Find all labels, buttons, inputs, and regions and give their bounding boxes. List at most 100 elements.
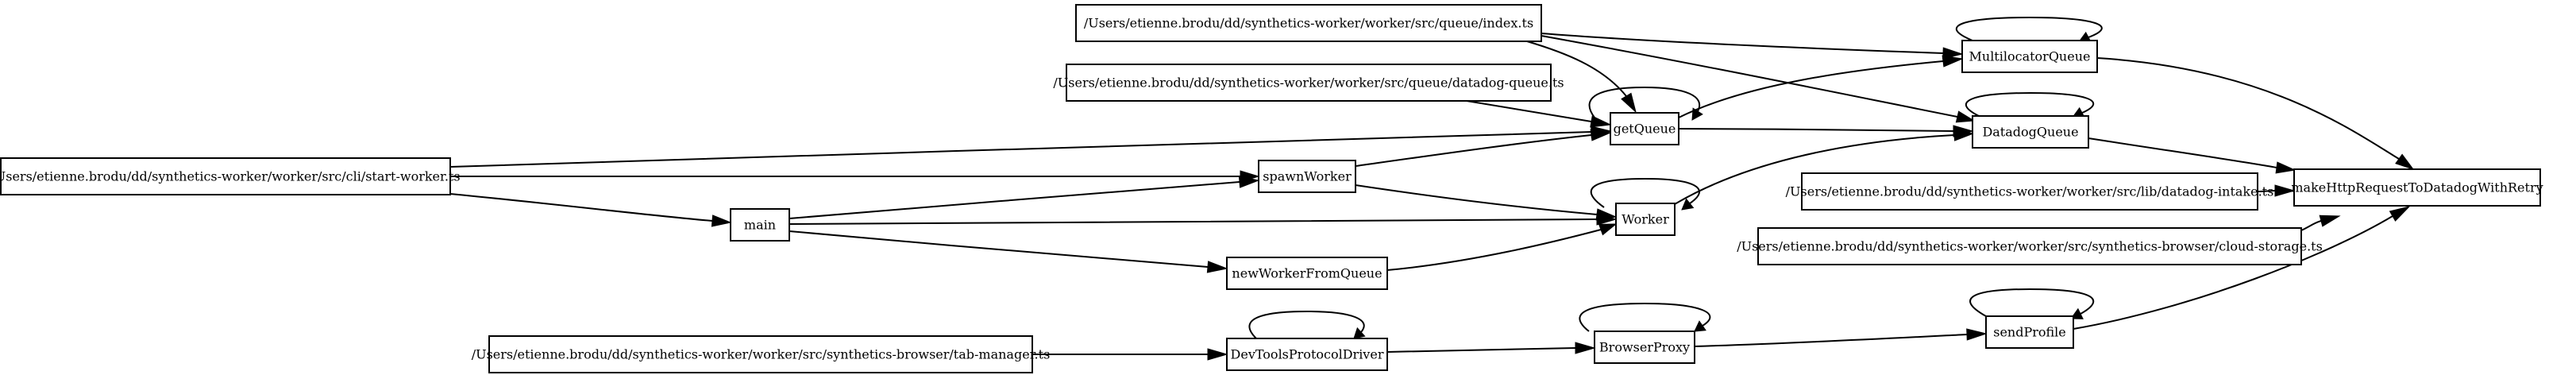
node-label: /Users/etienne.brodu/dd/synthetics-worke… [1053, 75, 1564, 91]
arrowhead-icon [1942, 55, 1964, 68]
edge-newWorkerFromQueue-to-Worker [1386, 223, 1618, 271]
edge-spawnWorker-to-getQueue [1355, 129, 1612, 167]
edge-line [1969, 288, 2095, 317]
arrowhead-icon [2395, 153, 2415, 170]
edge-line [2300, 220, 2322, 231]
edge-index-to-MultilocatorQueue [1541, 33, 1964, 60]
edge-BrowserProxy-to-BrowserProxy [1579, 302, 1711, 332]
edge-line [1579, 302, 1711, 332]
edge-line [1694, 334, 1968, 347]
arrowhead-icon [1621, 92, 1637, 114]
edge-cloud_storage-to-makeHttp [2300, 215, 2341, 231]
edge-line [1588, 86, 1701, 118]
node-box [1066, 64, 1552, 102]
node-box [1801, 172, 2258, 211]
node-label: /Users/etienne.brodu/dd/synthetics-worke… [1786, 184, 2274, 199]
edge-start_worker-to-getQueue [449, 126, 1612, 168]
edge-line [449, 131, 1592, 168]
node-label: sendProfile [1993, 325, 2066, 340]
edge-BrowserProxy-to-sendProfile [1694, 328, 1988, 347]
edge-line [1678, 128, 1954, 132]
edge-line [2096, 57, 2400, 160]
node-box [1610, 112, 1679, 145]
node-datadog_intake: /Users/etienne.brodu/dd/synthetics-worke… [1786, 172, 2274, 211]
edge-Worker-to-DatadogQueue [1674, 129, 1975, 205]
arrowhead-icon [2274, 184, 2296, 197]
edge-getQueue-to-MultilocatorQueue [1678, 55, 1964, 118]
arrowhead-icon [1590, 115, 1612, 128]
node-box [1961, 40, 2098, 73]
arrowhead-icon [1590, 129, 1612, 141]
edge-main-to-Worker [789, 213, 1618, 226]
arrowhead-icon [1207, 348, 1228, 361]
node-label: /Users/etienne.brodu/dd/synthetics-worke… [1084, 16, 1533, 31]
node-box [1757, 227, 2302, 265]
node-label: BrowserProxy [1599, 340, 1690, 355]
node-start_worker: /Users/etienne.brodu/dd/synthetics-worke… [0, 157, 461, 195]
edge-line [2073, 215, 2393, 330]
edge-MultilocatorQueue-to-makeHttp [2096, 57, 2415, 170]
edge-main-to-newWorkerFromQueue [789, 230, 1228, 273]
arrowhead-icon [1206, 261, 1228, 273]
edge-line [1965, 91, 2095, 117]
edge-line [789, 181, 1240, 219]
edge-line [1674, 134, 1955, 205]
node-box [1985, 315, 2074, 349]
node-label: DevToolsProtocolDriver [1231, 347, 1384, 362]
node-DevTools: DevToolsProtocolDriver [1226, 338, 1388, 371]
arrowhead-icon [2389, 206, 2411, 222]
node-newWorkerFromQueue: newWorkerFromQueue [1226, 257, 1388, 290]
edge-DevTools-to-DevTools [1248, 310, 1366, 339]
node-label: /Users/etienne.brodu/dd/synthetics-worke… [472, 347, 1051, 362]
edge-line [1355, 134, 1592, 167]
edge-line [1386, 347, 1576, 353]
arrowhead-icon [1955, 110, 1976, 123]
arrowhead-icon [711, 215, 732, 227]
edge-line [789, 230, 1209, 268]
arrowhead-icon [2275, 161, 2296, 174]
arrowhead-icon [1353, 327, 1366, 339]
edge-line [1678, 60, 1944, 118]
edge-line [1248, 310, 1365, 339]
arrowhead-icon [1598, 223, 1618, 236]
edge-getQueue-to-DatadogQueue [1678, 125, 1974, 137]
edge-index-to-DatadogQueue [1541, 35, 1976, 123]
arrowhead-icon [1238, 176, 1260, 188]
node-box [730, 208, 790, 242]
edge-getQueue-to-getQueue [1588, 86, 1703, 121]
node-index: /Users/etienne.brodu/dd/synthetics-worke… [1075, 4, 1542, 42]
arrowhead-icon [1694, 320, 1706, 332]
edge-index-to-getQueue [1526, 41, 1637, 114]
node-label: getQueue [1614, 122, 1676, 137]
node-label: Worker [1622, 212, 1669, 227]
node-label: MultilocatorQueue [1969, 49, 2091, 64]
node-box [1594, 331, 1695, 364]
node-label: spawnWorker [1263, 169, 1352, 184]
node-spawnWorker: spawnWorker [1258, 160, 1356, 193]
arrowhead-icon [1953, 129, 1975, 141]
arrowhead-icon [1691, 107, 1703, 121]
node-label: /Users/etienne.brodu/dd/synthetics-worke… [0, 169, 461, 184]
arrowhead-icon [1575, 342, 1596, 354]
edge-sendProfile-to-sendProfile [1969, 288, 2095, 319]
edge-line [449, 193, 713, 222]
node-tab_manager: /Users/etienne.brodu/dd/synthetics-worke… [472, 335, 1051, 373]
edge-DatadogQueue-to-makeHttp [2088, 137, 2296, 174]
node-box [1972, 115, 2089, 149]
edge-line [789, 218, 1598, 225]
node-box [2293, 168, 2541, 207]
node-box [1226, 338, 1388, 371]
edge-tab_manager-to-DevTools [1032, 348, 1228, 361]
edge-datadog_queue_file-to-getQueue [1466, 100, 1612, 128]
node-label: main [744, 218, 776, 233]
nodes-layer: /Users/etienne.brodu/dd/synthetics-worke… [0, 4, 2543, 373]
node-box [1226, 257, 1388, 290]
edge-DatadogQueue-to-DatadogQueue [1965, 91, 2095, 119]
node-box [1258, 160, 1356, 193]
node-label: DatadogQueue [1982, 125, 2078, 140]
arrowhead-icon [1681, 198, 1695, 211]
edge-line [1386, 229, 1602, 271]
node-label: /Users/etienne.brodu/dd/synthetics-worke… [1737, 239, 2323, 254]
arrowhead-icon [1966, 328, 1988, 341]
